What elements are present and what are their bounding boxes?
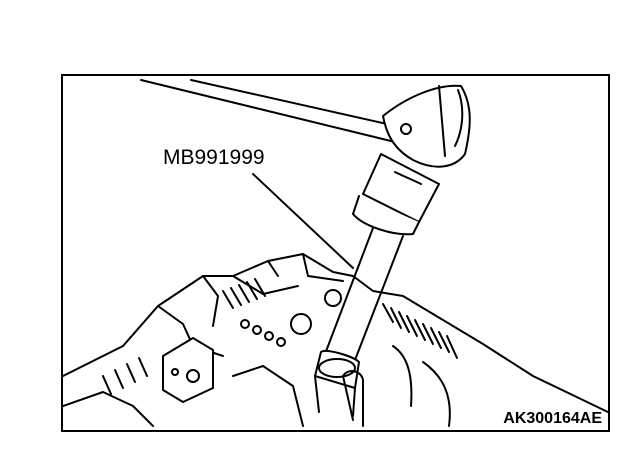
tool-rod-icon xyxy=(314,227,404,417)
hammer-icon xyxy=(140,79,471,236)
engine-block-icon xyxy=(63,253,608,427)
tool-callout-label: MB991999 xyxy=(163,146,265,169)
figure-id-label: AK300164AE xyxy=(503,410,602,427)
diagram-frame xyxy=(61,74,610,432)
diagram-drawing xyxy=(63,79,608,427)
callout-leader xyxy=(252,173,354,269)
